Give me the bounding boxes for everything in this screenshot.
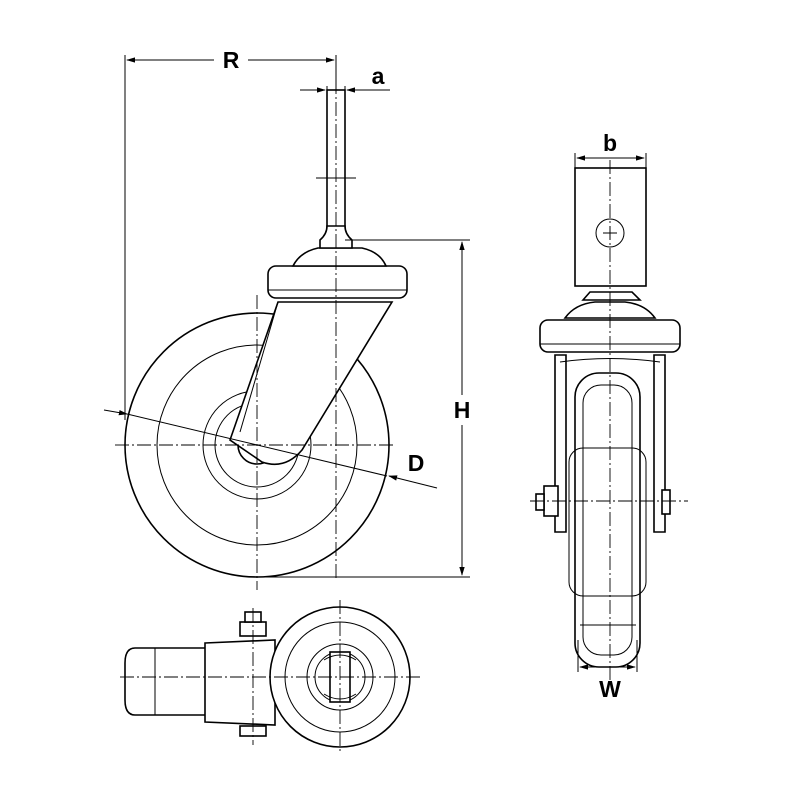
dimension-b: b xyxy=(574,130,647,170)
top-fork xyxy=(124,639,276,726)
side-fork xyxy=(229,301,394,466)
front-stem-block xyxy=(574,167,647,301)
dimension-h: H xyxy=(262,239,471,578)
top-view xyxy=(120,600,420,752)
side-swivel-head xyxy=(267,247,408,299)
side-view: R a H D xyxy=(103,47,471,590)
dimension-r: R xyxy=(124,47,337,420)
dimension-d: D xyxy=(103,409,438,489)
dim-label-h: H xyxy=(454,397,471,423)
dim-label-r: R xyxy=(223,47,240,73)
dim-label-w: W xyxy=(599,676,621,702)
dim-label-b: b xyxy=(603,130,617,156)
dimension-w: W xyxy=(577,640,638,702)
front-wheel xyxy=(568,372,647,668)
dim-label-d: D xyxy=(408,450,425,476)
dim-label-a: a xyxy=(372,63,385,89)
dimension-a: a xyxy=(300,63,390,95)
front-view: b W xyxy=(530,130,688,702)
